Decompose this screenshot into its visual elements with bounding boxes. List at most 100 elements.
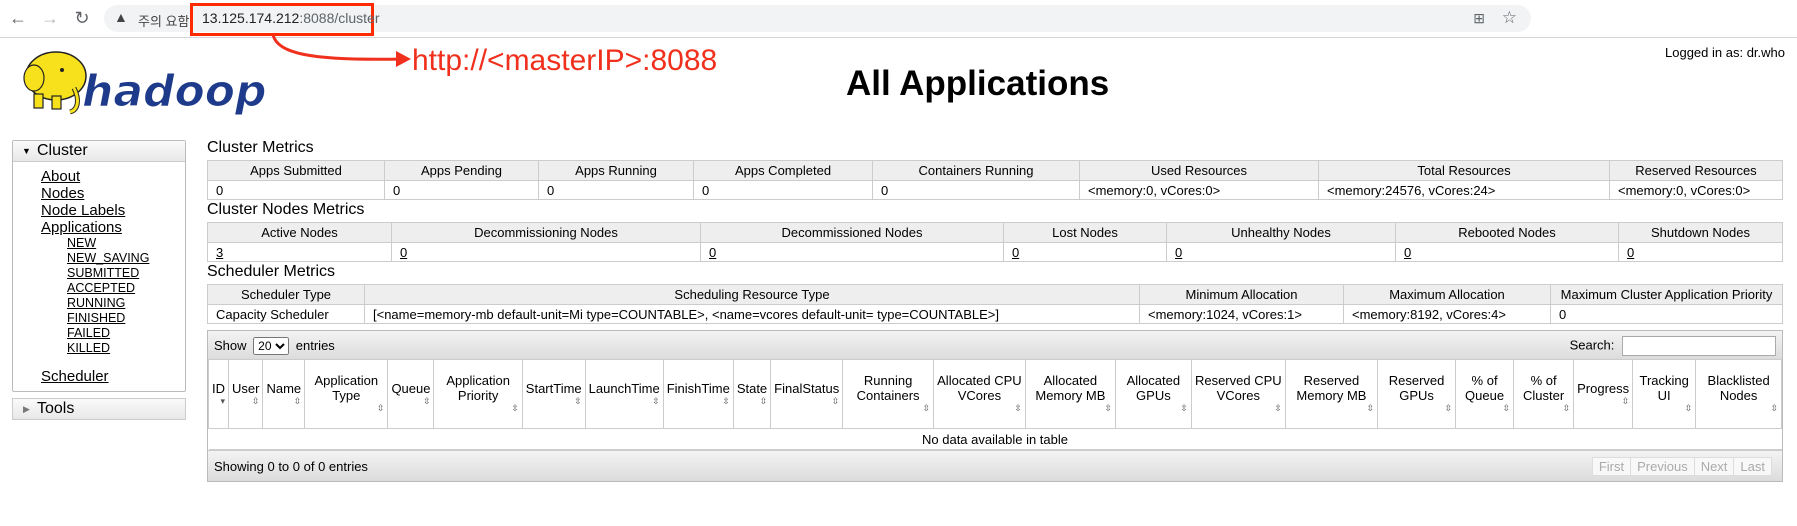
decommissioned-nodes-link[interactable]: 0 (709, 244, 717, 260)
sidebar-item-about[interactable]: About (41, 168, 81, 185)
column-label: Application Type (314, 373, 379, 403)
column-application-type[interactable]: Application Type⇳ (304, 359, 389, 429)
column-name[interactable]: Name⇳ (262, 359, 306, 429)
column-allocated-memory-mb[interactable]: Allocated Memory MB⇳ (1024, 359, 1116, 429)
column-finishtime[interactable]: FinishTime⇳ (662, 359, 734, 429)
sidebar-item-nodes[interactable]: Nodes (41, 185, 85, 202)
column-of-cluster[interactable]: % of Cluster⇳ (1513, 359, 1575, 429)
sort-both-icon: ⇳ (293, 395, 302, 406)
sidebar-item-state-new[interactable]: NEW (67, 236, 97, 250)
apps-pending-value: 0 (384, 180, 539, 200)
column-allocated-cpu-vcores[interactable]: Allocated CPU VCores⇳ (933, 359, 1026, 429)
hadoop-logo[interactable]: hadoop (14, 44, 314, 118)
sidebar-item-state-accepted[interactable]: ACCEPTED (67, 281, 136, 295)
column-progress[interactable]: Progress⇳ (1573, 359, 1634, 429)
decommissioning-nodes-link[interactable]: 0 (400, 244, 408, 260)
entries-select[interactable]: 20 (253, 337, 290, 355)
annotation-arrow (271, 34, 411, 67)
column-label: Reserved GPUs (1388, 373, 1445, 403)
sidebar-item-applications[interactable]: Applications (41, 219, 122, 236)
shutdown-nodes-link[interactable]: 0 (1627, 244, 1635, 260)
active-nodes-value: 3 (207, 242, 392, 262)
column-launchtime[interactable]: LaunchTime⇳ (584, 359, 664, 429)
total-resources-header: Total Resources (1318, 160, 1610, 181)
reserved-resources-value: <memory:0, vCores:0> (1609, 180, 1783, 200)
tools-label: Tools (37, 400, 75, 417)
back-icon[interactable]: ← (9, 8, 27, 28)
decommissioning-nodes-header: Decommissioning Nodes (391, 222, 701, 243)
pager-first-button[interactable]: First (1598, 459, 1625, 474)
column-label: Progress (1577, 380, 1630, 396)
reload-icon[interactable]: ↻ (74, 8, 90, 28)
used-resources-value: <memory:0, vCores:0> (1079, 180, 1319, 200)
security-warning[interactable]: 주의 요함 (138, 14, 190, 29)
column-label: FinishTime (666, 380, 730, 396)
column-tracking-ui[interactable]: Tracking UI⇳ (1632, 359, 1697, 429)
sort-both-icon: ⇳ (1562, 403, 1571, 413)
sidebar-item-node-labels[interactable]: Node Labels (41, 202, 126, 219)
pager-last-button[interactable]: Last (1733, 458, 1771, 475)
sidebar-item-state-failed[interactable]: FAILED (67, 326, 111, 340)
maximum-cluster-application-priority-header: Maximum Cluster Application Priority (1550, 284, 1783, 305)
column-reserved-gpus[interactable]: Reserved GPUs⇳ (1377, 359, 1457, 429)
sort-both-icon: ⇳ (1180, 403, 1188, 413)
column-running-containers[interactable]: Running Containers⇳ (842, 359, 934, 429)
column-label: % of Cluster (1522, 373, 1565, 403)
expand-triangle-icon: ▶ (23, 404, 30, 414)
column-queue[interactable]: Queue⇳ (387, 359, 435, 429)
column-state[interactable]: State⇳ (732, 359, 772, 429)
sidebar-item-state-submitted[interactable]: SUBMITTED (67, 266, 140, 280)
table-footer: Showing 0 to 0 of 0 entries First Previou… (208, 450, 1782, 481)
forward-icon[interactable]: → (41, 8, 59, 28)
sort-both-icon: ⇳ (1684, 403, 1693, 413)
node-metrics-title: Cluster Nodes Metrics (207, 201, 365, 218)
scheduler-type-value: Capacity Scheduler (207, 304, 365, 324)
sidebar-item-state-killed[interactable]: KILLED (67, 341, 111, 355)
apps-running-value: 0 (538, 180, 694, 200)
bookmark-star-icon[interactable]: ☆ (1501, 8, 1517, 27)
sort-both-icon: ⇳ (376, 403, 385, 413)
column-blacklisted-nodes[interactable]: Blacklisted Nodes⇳ (1695, 359, 1782, 429)
column-allocated-gpus[interactable]: Allocated GPUs⇳ (1114, 359, 1192, 429)
unhealthy-nodes-header: Unhealthy Nodes (1166, 222, 1396, 243)
url-text[interactable]: 13.125.174.212:8088/cluster (202, 10, 380, 26)
column-label: FinalStatus (774, 380, 840, 396)
column-label: Reserved CPU VCores (1194, 373, 1282, 403)
rebooted-nodes-link[interactable]: 0 (1404, 244, 1412, 260)
sidebar-item-scheduler[interactable]: Scheduler (41, 368, 109, 385)
sort-both-icon: ⇳ (1502, 403, 1511, 413)
column-label: Allocated CPU VCores (937, 373, 1022, 403)
table-info: Showing 0 to 0 of 0 entries (214, 459, 368, 474)
collapse-triangle-icon: ▼ (22, 146, 31, 156)
tools-section-header[interactable]: ▶ Tools (12, 398, 186, 420)
column-reserved-cpu-vcores[interactable]: Reserved CPU VCores⇳ (1190, 359, 1286, 429)
containers-running-header: Containers Running (872, 160, 1080, 181)
active-nodes-link[interactable]: 3 (216, 244, 224, 260)
search-input[interactable] (1622, 336, 1776, 356)
pager-next-button[interactable]: Next (1693, 458, 1734, 475)
column-finalstatus[interactable]: FinalStatus⇳ (770, 359, 844, 429)
column-reserved-memory-mb[interactable]: Reserved Memory MB⇳ (1284, 359, 1379, 429)
column-user[interactable]: User⇳ (227, 359, 264, 429)
column-of-queue[interactable]: % of Queue⇳ (1455, 359, 1515, 429)
sidebar: ▼ Cluster About Nodes Node Labels Applic… (12, 140, 186, 420)
column-starttime[interactable]: StartTime⇳ (521, 359, 586, 429)
translate-icon[interactable]: ⊞ (1473, 10, 1485, 26)
logged-in-user: Logged in as: dr.who (1665, 45, 1785, 60)
sidebar-item-state-running[interactable]: RUNNING (67, 296, 126, 310)
warning-icon[interactable]: ▲ (114, 9, 128, 25)
column-id[interactable]: ID▾ (208, 359, 229, 429)
apps-running-header: Apps Running (538, 160, 694, 181)
sidebar-item-state-new-saving[interactable]: NEW_SAVING (67, 251, 150, 265)
cluster-header[interactable]: ▼ Cluster (13, 141, 185, 162)
column-label: StartTime (525, 380, 582, 396)
lost-nodes-link[interactable]: 0 (1012, 244, 1020, 260)
column-application-priority[interactable]: Application Priority⇳ (433, 359, 523, 429)
pager-previous-button[interactable]: Previous (1630, 458, 1694, 475)
unhealthy-nodes-link[interactable]: 0 (1175, 244, 1183, 260)
address-bar[interactable]: ▲ 주의 요함 13.125.174.212:8088/cluster ⊞ ☆ (104, 3, 1531, 36)
minimum-allocation-value: <memory:1024, vCores:1> (1139, 304, 1344, 324)
sidebar-item-state-finished[interactable]: FINISHED (67, 311, 126, 325)
shutdown-nodes-header: Shutdown Nodes (1618, 222, 1783, 243)
